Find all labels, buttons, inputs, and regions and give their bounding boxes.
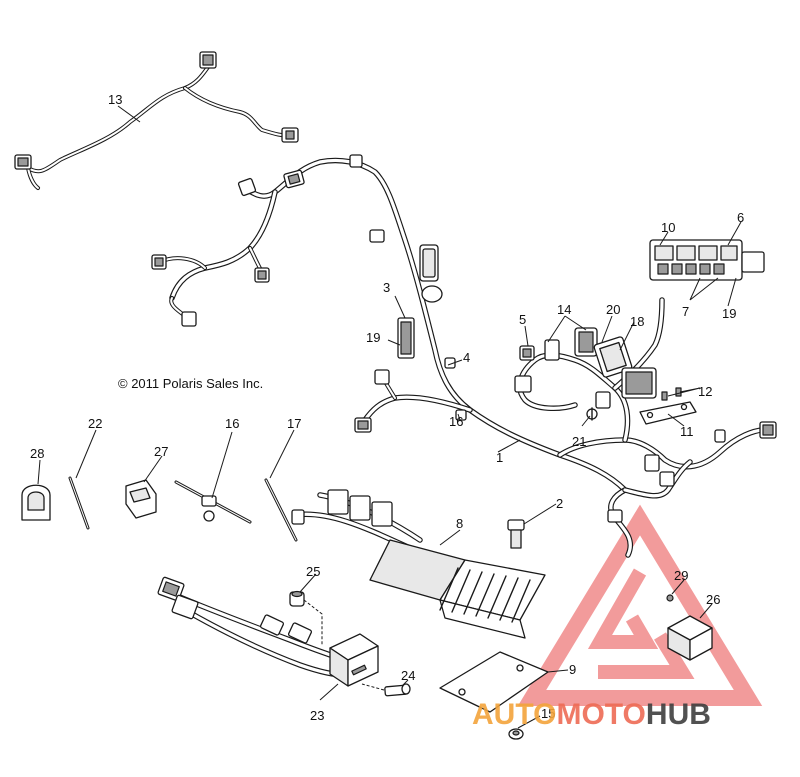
callout-29: 29 <box>674 568 688 583</box>
part-25-spacer <box>289 590 323 646</box>
part-9-mounting-plate <box>439 651 549 713</box>
callout-11: 11 <box>680 424 694 439</box>
part-27-clip <box>125 479 157 519</box>
part-23-sub-harness <box>157 576 379 687</box>
callout-23: 23 <box>310 708 324 723</box>
callout-4: 4 <box>463 350 470 365</box>
watermark-auto: AUTO <box>472 698 556 731</box>
callout-24: 24 <box>401 668 415 683</box>
callout-16b: 16 <box>225 416 239 431</box>
part-15-grommet <box>508 728 524 740</box>
callout-12: 12 <box>698 384 712 399</box>
callout-26: 26 <box>706 592 720 607</box>
callout-19b: 19 <box>722 306 736 321</box>
callout-2: 2 <box>556 496 563 511</box>
watermark-logo-triangle <box>517 504 763 706</box>
part-17-cable-tie <box>264 478 298 542</box>
watermark-moto: MOTO <box>556 698 645 731</box>
part-2-bolt <box>507 519 525 549</box>
callout-27: 27 <box>154 444 168 459</box>
callout-25: 25 <box>306 564 320 579</box>
watermark-hub: HUB <box>646 698 711 731</box>
leader-lines <box>37 105 742 729</box>
callout-22: 22 <box>88 416 102 431</box>
part-22-cable-tie <box>68 476 90 530</box>
callout-8: 8 <box>456 516 463 531</box>
callout-18: 18 <box>630 314 644 329</box>
callout-3: 3 <box>383 280 390 295</box>
part-24-bolt <box>361 683 411 697</box>
callout-14: 14 <box>557 302 571 317</box>
callout-7: 7 <box>682 304 689 319</box>
part-16-cable-tie <box>174 480 252 524</box>
part-12-screws <box>661 387 682 401</box>
callout-15: 15 <box>541 706 555 721</box>
callout-1: 1 <box>496 450 503 465</box>
callout-19: 19 <box>366 330 380 345</box>
part-28-clip <box>21 484 51 521</box>
callout-17: 17 <box>287 416 301 431</box>
copyright-text: © 2011 Polaris Sales Inc. <box>118 376 263 391</box>
callout-20: 20 <box>606 302 620 317</box>
callout-10: 10 <box>661 220 675 235</box>
part-13-harness-branch <box>14 51 299 190</box>
callout-13: 13 <box>108 92 122 107</box>
part-29-screw <box>666 594 674 602</box>
part-26-relay <box>667 615 713 661</box>
callout-labels: 13 3 19 4 5 14 20 18 10 6 7 19 12 11 21 … <box>30 92 744 723</box>
svg-text:AUTOMOTOHUB: AUTOMOTOHUB <box>472 698 711 731</box>
watermark-text: AUTOMOTOHUB <box>472 698 711 731</box>
part-11-bracket <box>639 401 697 425</box>
callout-5: 5 <box>519 312 526 327</box>
callout-28: 28 <box>30 446 44 461</box>
callout-16a: 16 <box>449 414 463 429</box>
callout-21: 21 <box>572 434 586 449</box>
part-8-voltage-regulator <box>291 489 546 639</box>
callout-9: 9 <box>569 662 576 677</box>
fuse-box <box>649 239 765 281</box>
callout-6: 6 <box>737 210 744 225</box>
